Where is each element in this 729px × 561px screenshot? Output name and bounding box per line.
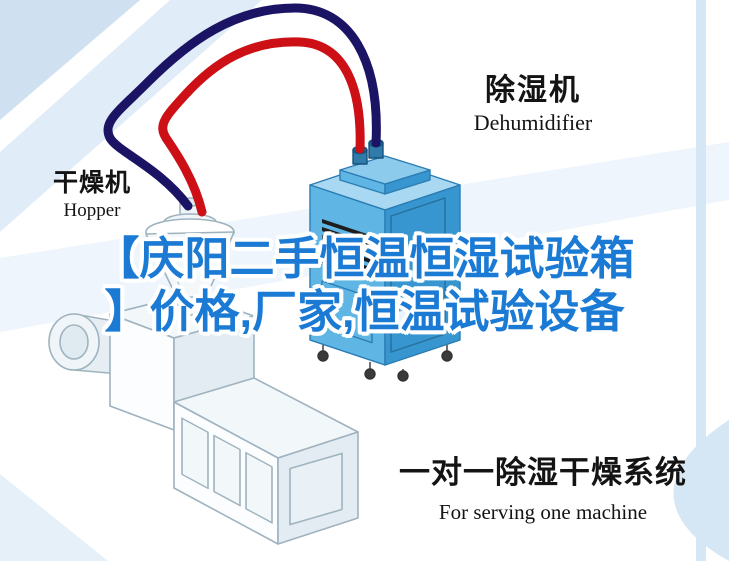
title-line-2: 】价格,厂家,恒温试验设备 xyxy=(104,286,625,337)
dehumidifier-label: 除湿机 Dehumidifier xyxy=(443,74,623,135)
system-caption-en: For serving one machine xyxy=(438,500,648,524)
machine-end-panel xyxy=(289,452,343,526)
bg-stripe-right-edge xyxy=(696,0,706,561)
hopper-label: 干燥机 Hopper xyxy=(42,169,142,221)
dehumidifier-label-cn: 除湿机 xyxy=(485,74,581,107)
extruder-machine-illustration xyxy=(48,197,359,545)
caster-wheels xyxy=(317,343,453,382)
side-door-seam xyxy=(390,197,446,353)
dehumidifier-label-en: Dehumidifier xyxy=(473,110,593,135)
title-overlay: 【庆阳二手恒温恒湿试验箱 】价格,厂家,恒温试验设备 xyxy=(0,232,729,338)
dehumidifier-front-face xyxy=(309,184,386,366)
vent-grille xyxy=(322,218,372,280)
motor-cylinder xyxy=(48,313,121,375)
hopper-label-cn: 干燥机 xyxy=(52,169,131,197)
spec-sticker xyxy=(396,302,425,330)
dehumidifier-illustration xyxy=(309,138,461,382)
bg-curve-bottomright xyxy=(673,420,729,561)
front-access-panel xyxy=(321,280,373,344)
door-handle xyxy=(435,257,442,273)
title-line-1: 【庆阳二手恒温恒湿试验箱 xyxy=(94,233,635,284)
machine-panel-doors xyxy=(181,417,273,524)
dehumidifier-side-face xyxy=(384,184,461,366)
system-caption: 一对一除湿干燥系统 For serving one machine xyxy=(383,447,703,525)
system-caption-cn: 一对一除湿干燥系统 xyxy=(399,455,687,490)
bg-stripe-bottomleft xyxy=(0,474,108,561)
hopper-label-en: Hopper xyxy=(63,199,121,221)
